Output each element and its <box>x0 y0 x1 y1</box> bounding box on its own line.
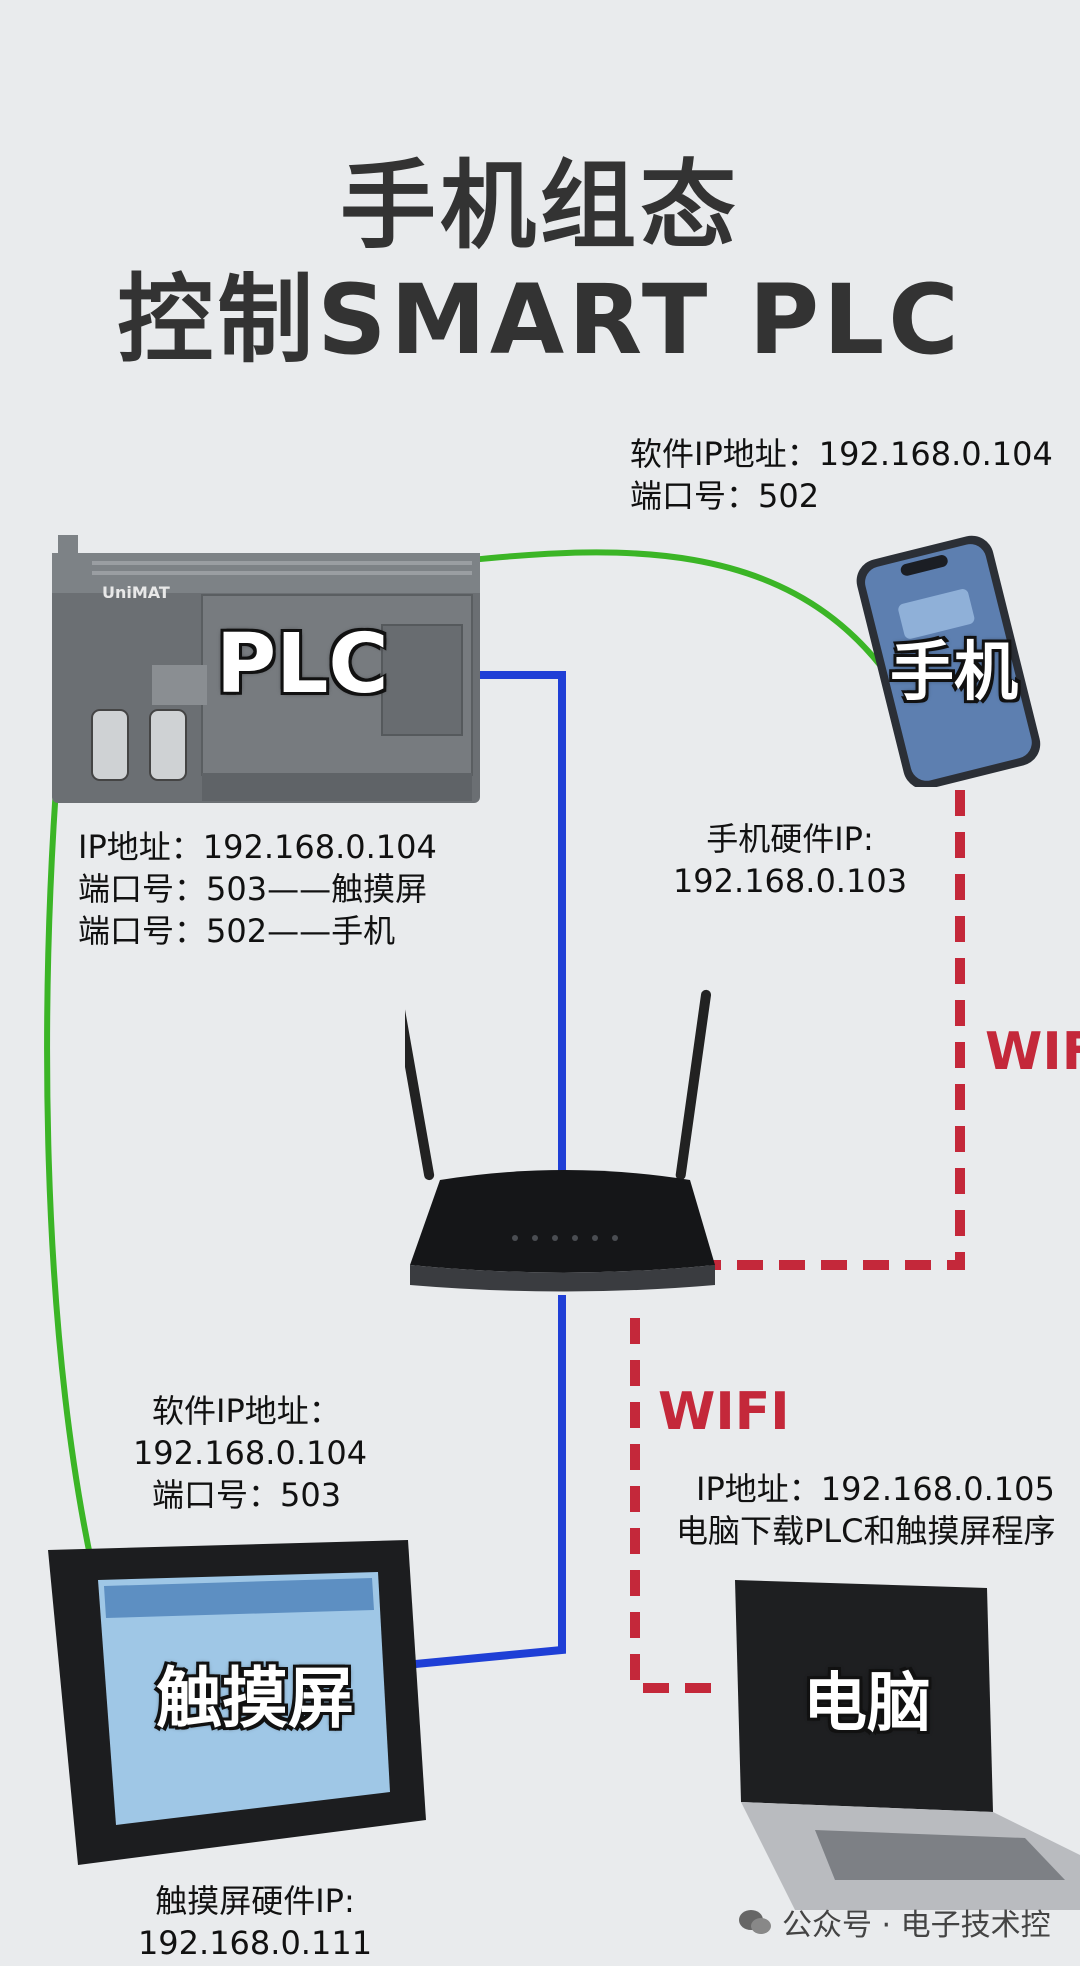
wifi-label-phone: WIFI <box>985 1022 1080 1082</box>
plc-port-phone: 端口号：502——手机 <box>78 912 396 950</box>
title-line-1: 手机组态 <box>340 150 740 262</box>
watermark-text: 公众号 · 电子技术控 <box>782 1908 1051 1943</box>
pc-label: 电脑 <box>803 1667 931 1741</box>
hmi-software-ip-label: 软件IP地址： <box>152 1392 341 1430</box>
phone-software-info: 软件IP地址：192.168.0.104 端口号：502 <box>630 433 1053 517</box>
wifi-label-pc: WIFI <box>658 1382 790 1442</box>
pc-device: 电脑 <box>725 1580 1080 1910</box>
pc-download-note: 电脑下载PLC和触摸屏程序 <box>676 1512 1056 1550</box>
hmi-hardware-ip-label: 触摸屏硬件IP: <box>155 1882 355 1920</box>
plc-device: UniMAT PLC <box>52 535 480 803</box>
plc-router-link <box>478 671 566 1190</box>
router-device <box>391 980 725 1300</box>
wechat-icon <box>739 1910 771 1934</box>
hmi-hardware-ip: 192.168.0.111 <box>137 1924 373 1962</box>
phone-software-port: 端口号：502 <box>630 477 820 515</box>
phone-hardware-ip-label: 手机硬件IP: <box>706 820 874 858</box>
plc-label: PLC <box>216 617 389 712</box>
plc-phone-link <box>469 549 883 667</box>
hmi-image <box>48 1540 426 1865</box>
hmi-software-ip: 192.168.0.104 <box>132 1434 368 1472</box>
title-line-2: 控制SMART PLC <box>117 264 963 376</box>
plc-hmi-link <box>44 759 95 1566</box>
hmi-software-port: 端口号：503 <box>152 1476 342 1514</box>
plc-info: IP地址：192.168.0.104 端口号：503——触摸屏 端口号：502—… <box>78 826 437 952</box>
plc-brand: UniMAT <box>102 583 170 602</box>
phone-router-wifi-link <box>710 790 965 1270</box>
phone-device: 手机 <box>842 535 1050 790</box>
phone-image <box>856 535 1041 790</box>
phone-software-ip: 软件IP地址：192.168.0.104 <box>630 435 1053 473</box>
hmi-label: 触摸屏 <box>156 1660 354 1737</box>
phone-label: 手机 <box>890 636 1018 710</box>
pc-info: IP地址：192.168.0.105 电脑下载PLC和触摸屏程序 <box>676 1468 1055 1552</box>
router-image <box>391 982 715 1292</box>
phone-hardware-info: 手机硬件IP: 192.168.0.103 <box>650 818 930 902</box>
laptop-image <box>735 1580 1080 1910</box>
hmi-hardware-info: 触摸屏硬件IP: 192.168.0.111 <box>130 1880 380 1964</box>
hmi-software-info: 软件IP地址： 192.168.0.104 端口号：503 <box>120 1390 380 1516</box>
phone-hardware-ip: 192.168.0.103 <box>672 862 908 900</box>
router-hmi-link <box>404 1295 566 1669</box>
plc-ip: IP地址：192.168.0.104 <box>78 828 437 866</box>
plc-port-hmi: 端口号：503——触摸屏 <box>78 870 428 908</box>
plc-image <box>52 535 480 803</box>
router-pc-wifi-link <box>630 1318 725 1693</box>
hmi-device: 触摸屏 <box>38 1540 428 1870</box>
pc-ip: IP地址：192.168.0.105 <box>696 1470 1055 1508</box>
watermark: 公众号 · 电子技术控 <box>738 1900 1051 1944</box>
